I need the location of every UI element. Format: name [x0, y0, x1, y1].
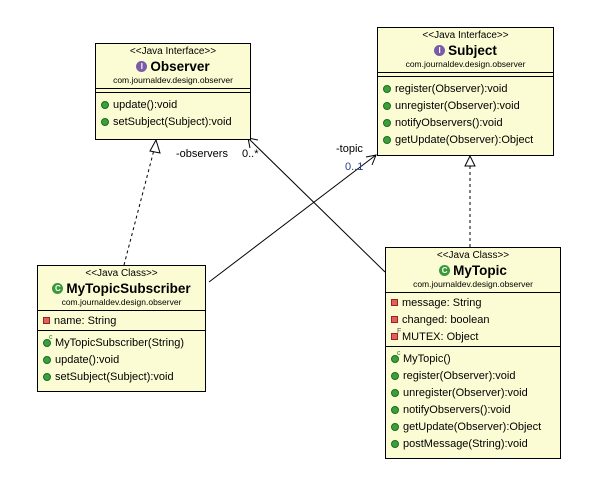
subscriber-attributes-section: name: String — [38, 310, 205, 330]
operation-row[interactable]: MyTopicSubscriber(String) — [38, 334, 205, 351]
association-topic — [208, 154, 377, 283]
observers-role-label: -observers — [176, 148, 228, 160]
topic-stereotype: <<Java Class>> — [436, 250, 510, 261]
private-final-field-icon — [391, 328, 401, 340]
topic-role-label: -topic — [336, 143, 363, 155]
subject-package: com.journaldev.design.observer — [405, 59, 526, 69]
subject-operations-section: register(Observer):void unregister(Obser… — [378, 76, 553, 150]
observer-stereotype: <<Java Interface>> — [129, 46, 217, 57]
operation-row[interactable]: register(Observer):void — [386, 367, 560, 384]
public-method-icon — [383, 84, 391, 93]
association-observers — [247, 137, 386, 273]
private-field-icon — [43, 317, 50, 324]
public-method-icon — [391, 422, 399, 431]
public-method-icon — [391, 388, 399, 397]
topic-name: MyTopic — [453, 263, 507, 278]
public-method-icon — [391, 439, 399, 448]
attribute-row[interactable]: name: String — [38, 312, 205, 329]
subject-name: Subject — [448, 43, 497, 58]
constructor-icon — [391, 350, 401, 363]
constructor-icon — [43, 334, 53, 347]
subscriber-package: com.journaldev.design.observer — [61, 297, 182, 307]
public-method-icon — [43, 355, 51, 364]
operation-row[interactable]: unregister(Observer):void — [378, 97, 553, 114]
operation-row[interactable]: getUpdate(Observer):Object — [386, 418, 560, 435]
subscriber-operations-section: MyTopicSubscriber(String) update():void … — [38, 330, 205, 387]
public-method-icon — [101, 117, 109, 126]
class-icon: C — [439, 265, 451, 276]
public-method-icon — [383, 118, 391, 127]
private-field-icon — [391, 299, 398, 306]
topic-attributes-section: message: String changed: boolean MUTEX: … — [386, 292, 560, 346]
topic-multiplicity-label: 0..1 — [345, 161, 364, 173]
operation-row[interactable]: update():void — [96, 96, 250, 113]
subscriber-name: MyTopicSubscriber — [66, 281, 191, 296]
operation-row[interactable]: MyTopic() — [386, 350, 560, 367]
operation-row[interactable]: unregister(Observer):void — [386, 384, 560, 401]
public-method-icon — [391, 371, 399, 380]
topic-operations-section: MyTopic() register(Observer):void unregi… — [386, 346, 560, 454]
realization-arrowhead-subject — [464, 154, 476, 167]
subscriber-stereotype: <<Java Class>> — [85, 268, 158, 279]
realization-subscriber-observer — [123, 145, 156, 266]
operation-row[interactable]: register(Observer):void — [378, 80, 553, 97]
class-icon: C — [52, 283, 64, 294]
operation-row[interactable]: setSubject(Subject):void — [38, 368, 205, 385]
operation-row[interactable]: update():void — [38, 351, 205, 368]
public-method-icon — [383, 101, 391, 110]
interface-icon: I — [136, 61, 148, 72]
private-field-icon — [391, 316, 398, 323]
operation-row[interactable]: notifyObservers():void — [378, 114, 553, 131]
public-method-icon — [101, 100, 109, 109]
attribute-row[interactable]: MUTEX: Object — [386, 328, 560, 345]
observer-package: com.journaldev.design.observer — [113, 75, 233, 85]
public-method-icon — [43, 372, 51, 381]
subject-attributes-section — [378, 72, 553, 76]
interface-icon: I — [434, 45, 446, 56]
observer-name: Observer — [150, 59, 210, 74]
subject-stereotype: <<Java Interface>> — [422, 30, 509, 41]
public-method-icon — [391, 405, 399, 414]
observer-attributes-section — [96, 88, 250, 92]
association-topic-arrowhead — [365, 154, 377, 166]
operation-row[interactable]: setSubject(Subject):void — [96, 113, 250, 130]
attribute-row[interactable]: changed: boolean — [386, 311, 560, 328]
public-method-icon — [383, 135, 391, 144]
operation-row[interactable]: postMessage(String):void — [386, 435, 560, 452]
operation-row[interactable]: getUpdate(Observer):Object — [378, 131, 553, 148]
realization-arrowhead-observer — [149, 138, 161, 154]
operation-row[interactable]: notifyObservers():void — [386, 401, 560, 418]
observers-multiplicity-label: 0..* — [242, 148, 259, 160]
topic-package: com.journaldev.design.observer — [413, 279, 533, 289]
observer-operations-section: update():void setSubject(Subject):void — [96, 92, 250, 132]
attribute-row[interactable]: message: String — [386, 294, 560, 311]
